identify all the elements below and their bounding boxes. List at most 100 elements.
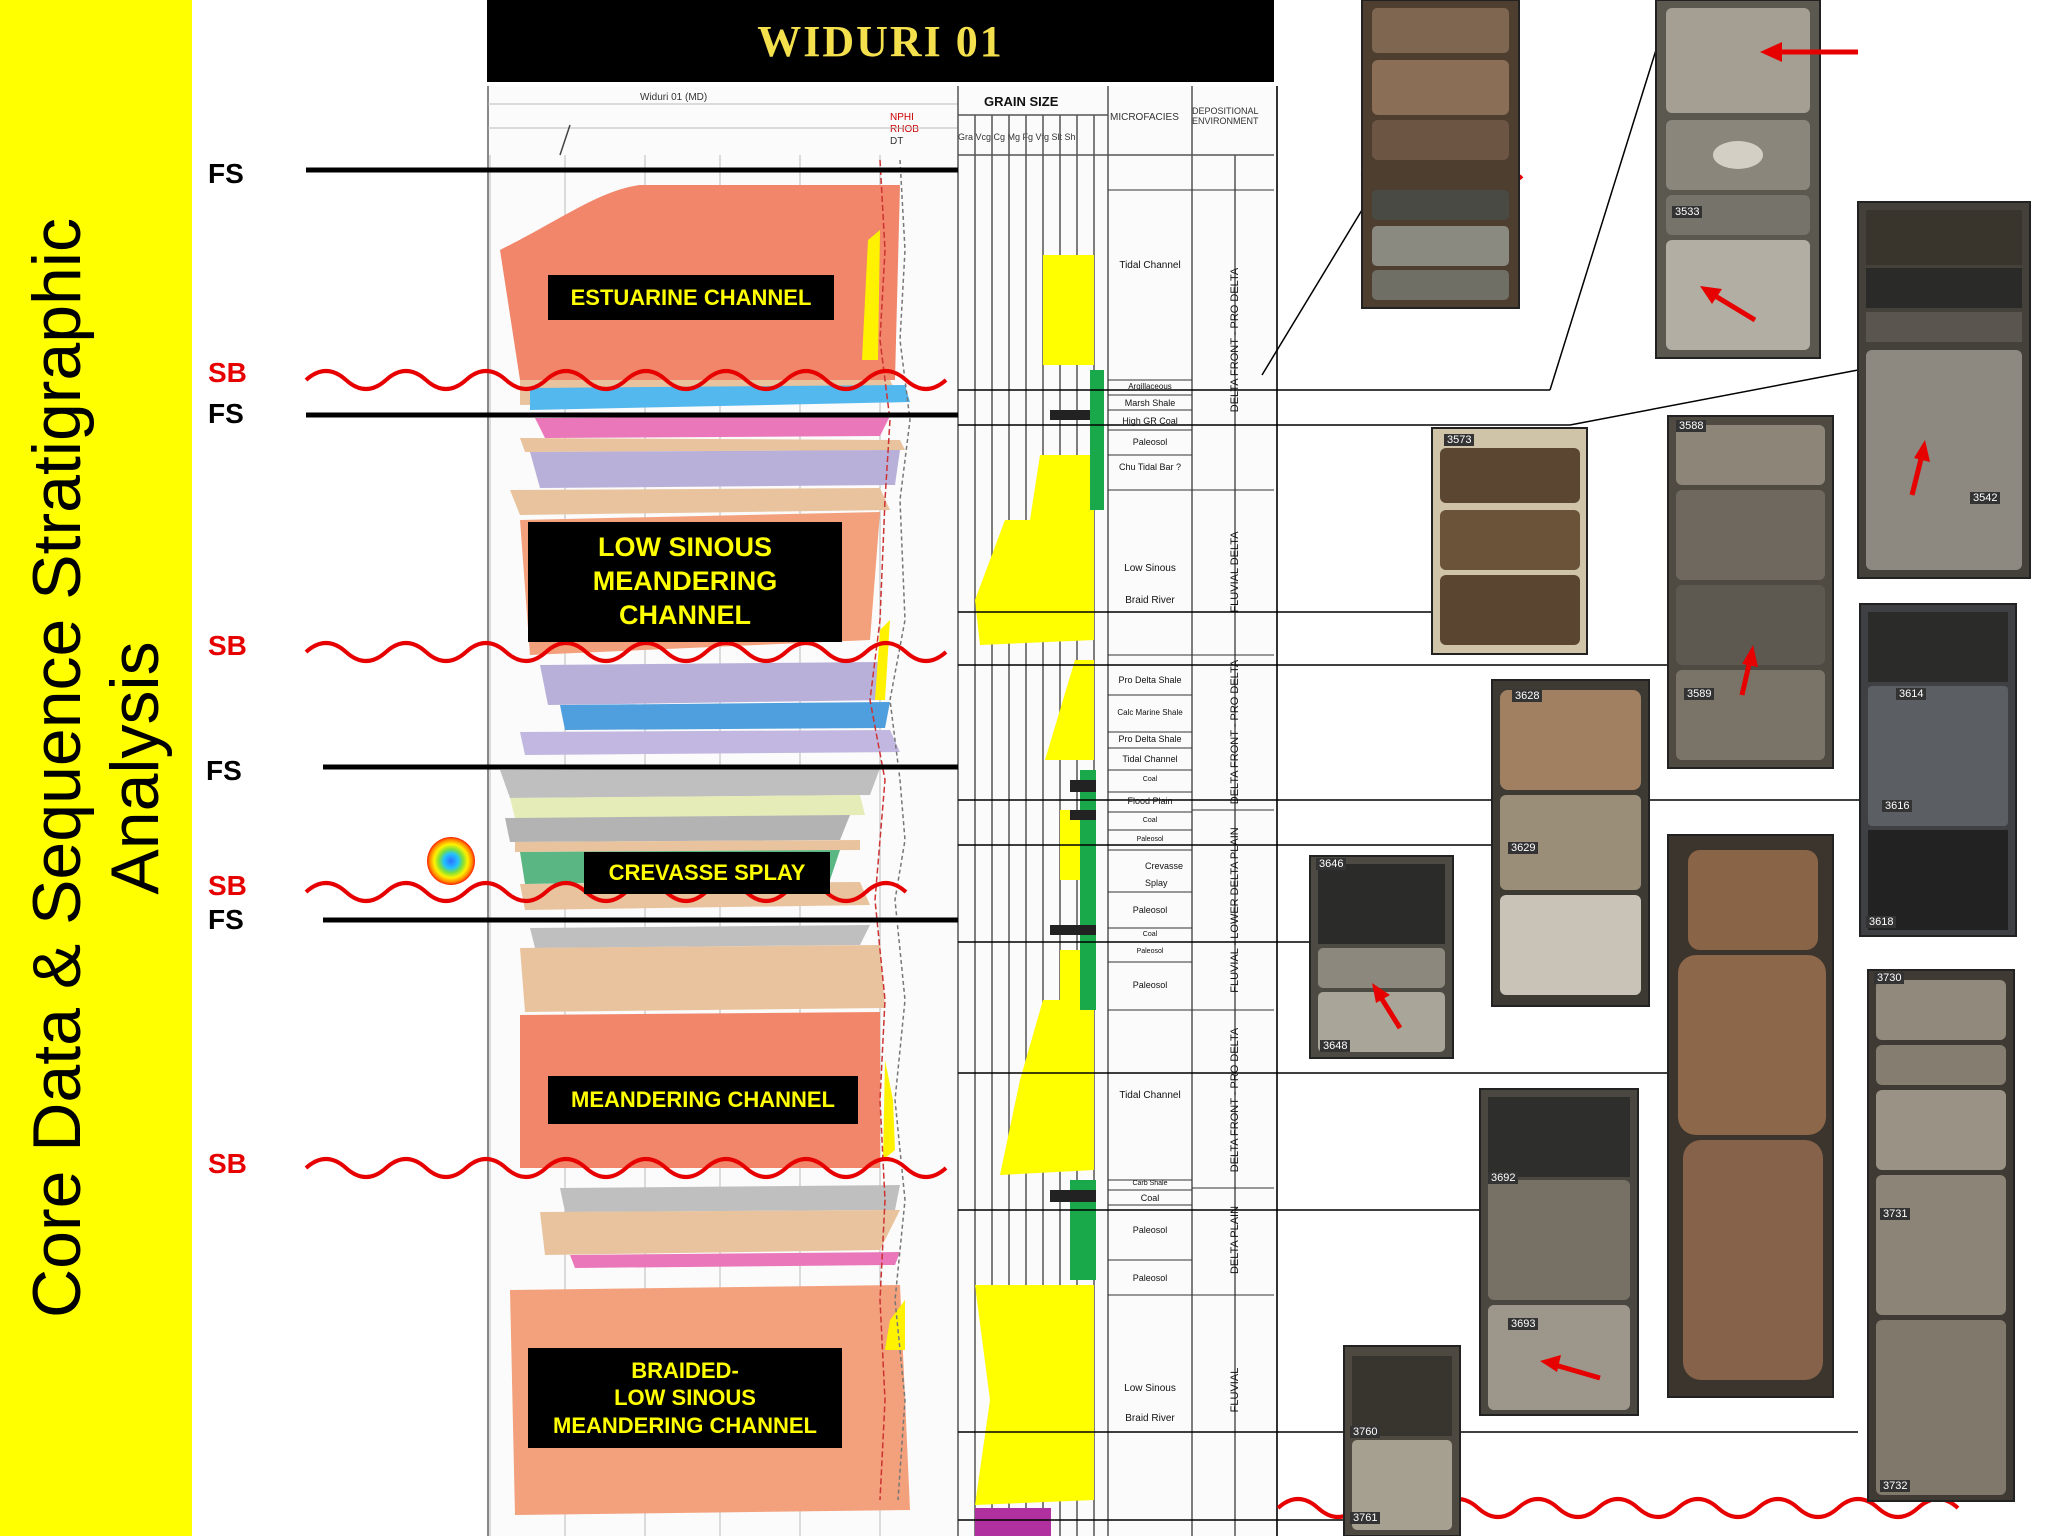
microfacies-label: High GR Coal xyxy=(1122,416,1178,426)
crevasse-splay-text: CREVASSE SPLAY xyxy=(608,860,806,886)
microfacies-label: Tidal Channel xyxy=(1119,1090,1181,1101)
microfacies-label: Coal xyxy=(1142,817,1158,824)
meandering-channel-text: MEANDERING CHANNEL xyxy=(571,1087,835,1113)
microfacies-label: Chu Tidal Bar ? xyxy=(1118,462,1182,472)
core-depth-label: 3573 xyxy=(1444,434,1475,446)
microfacies-label: Calc Marine Shale xyxy=(1117,708,1183,717)
environment-label: FLUVIAL DELTA xyxy=(1229,531,1241,613)
estuarine-channel-label: ESTUARINE CHANNEL xyxy=(548,275,834,320)
highlight-marker-icon xyxy=(427,837,475,885)
core-connectors xyxy=(958,49,1860,1521)
core-photo-12 xyxy=(1343,1345,1461,1536)
environment-label: FLUVIAL xyxy=(1229,1367,1241,1413)
flooding-surfaces xyxy=(306,167,958,923)
core-photo-4 xyxy=(1431,427,1588,655)
crevasse-splay-label: CREVASSE SPLAY xyxy=(584,852,830,894)
grain-size-columns: Gra Vcg Cg Mg Fg Vfg Slt Sh xyxy=(958,132,1076,142)
microfacies-label: Low Sinous xyxy=(1124,563,1176,574)
microfacies-label: Pro Delta Shale xyxy=(1118,734,1182,744)
low-sinous-line1: LOW SINOUS xyxy=(598,532,772,563)
microfacies-title: MICROFACIES xyxy=(1110,112,1179,123)
microfacies-label: Braid River xyxy=(1125,1413,1175,1424)
environment-label: DELTA FRONT - PRO DELTA xyxy=(1229,267,1241,413)
core-depth-label: 3533 xyxy=(1672,206,1703,218)
low-sinous-line3: CHANNEL xyxy=(619,599,751,630)
low-sinous-line2: MEANDERING xyxy=(592,566,778,597)
fs-tag-4: FS xyxy=(208,904,244,935)
microfacies-label: Braid River xyxy=(1125,595,1175,606)
curve-nphi-label: NPHI xyxy=(890,112,914,123)
core-depth-label: 3761 xyxy=(1350,1512,1381,1524)
microfacies-label: Paleosol xyxy=(1132,1225,1168,1235)
core-depth-label: 3542 xyxy=(1970,492,2001,504)
gamma-ray-fill xyxy=(862,230,905,1350)
microfacies-label: Paleosol xyxy=(1132,905,1168,915)
core-photo-11 xyxy=(1867,969,2015,1502)
microfacies-label: Crevasse Splay xyxy=(1145,861,1183,888)
meandering-channel-label: MEANDERING CHANNEL xyxy=(548,1076,858,1124)
microfacies-label: Coal xyxy=(1142,776,1158,783)
grain-size-title: GRAIN SIZE xyxy=(984,94,1059,109)
core-photo-9 xyxy=(1667,834,1834,1398)
fs-tag-2: FS xyxy=(208,398,244,429)
microfacies-label: Tidal Channel xyxy=(1119,260,1181,271)
sb-tag-3: SB xyxy=(208,870,247,901)
environment-label: FLUVIAL - LOWER DELTA PLAIN xyxy=(1229,827,1241,993)
core-depth-label: 3588 xyxy=(1676,420,1707,432)
core-depth-label: 3648 xyxy=(1320,1040,1351,1052)
microfacies-label: Marsh Shale xyxy=(1124,398,1176,408)
core-depth-label: 3614 xyxy=(1896,688,1927,700)
core-depth-label: 3732 xyxy=(1880,1480,1911,1492)
braided-channel-label: BRAIDED- LOW SINOUS MEANDERING CHANNEL xyxy=(528,1348,842,1448)
microfacies-label: Coal xyxy=(1142,931,1158,938)
microfacies-label: Paleosol xyxy=(1136,836,1164,843)
microfacies-label: Pro Delta Shale xyxy=(1118,675,1182,685)
core-photo-3 xyxy=(1857,201,2031,579)
core-photo-8 xyxy=(1309,855,1454,1059)
well-title-bar: WIDURI 01 xyxy=(487,0,1274,82)
core-photo-7 xyxy=(1859,603,2017,937)
core-photo-2 xyxy=(1655,0,1821,359)
core-depth-label: 3731 xyxy=(1880,1208,1911,1220)
fs-tag-3: FS xyxy=(206,755,242,786)
curve-dt-label: DT xyxy=(890,136,904,147)
core-depth-label: 3730 xyxy=(1874,972,1905,984)
core-depth-label: 3589 xyxy=(1684,688,1715,700)
core-depth-label: 3628 xyxy=(1512,690,1543,702)
microfacies-label: Paleosol xyxy=(1132,980,1168,990)
well-name: WIDURI 01 xyxy=(757,16,1004,66)
core-depth-label: 3629 xyxy=(1508,842,1539,854)
microfacies-label: Tidal Channel xyxy=(1122,754,1178,764)
grain-size-shale xyxy=(1050,370,1104,1280)
core-photo-1 xyxy=(1361,0,1520,309)
low-sinous-meandering-label: LOW SINOUS MEANDERING CHANNEL xyxy=(528,522,842,642)
microfacies-label: Carb Shale xyxy=(1132,1180,1168,1187)
microfacies-label: Paleosol xyxy=(1136,948,1164,955)
environment-title: DEPOSITIONAL ENVIRONMENT xyxy=(1192,106,1259,126)
microfacies-label: Argillaceous xyxy=(1128,382,1172,391)
core-photo-5 xyxy=(1667,415,1834,769)
braided-line2: LOW SINOUS xyxy=(614,1385,756,1411)
environment-label: DELTA FRONT - PRO DELTA xyxy=(1229,659,1241,805)
core-depth-label: 3618 xyxy=(1866,916,1897,928)
core-depth-label: 3692 xyxy=(1488,1172,1519,1184)
log-track-title: Widuri 01 (MD) xyxy=(640,92,708,103)
core-depth-label: 3646 xyxy=(1316,858,1347,870)
microfacies-label: Flood Plain xyxy=(1127,796,1173,806)
sb-tag-2: SB xyxy=(208,630,247,661)
braided-line1: BRAIDED- xyxy=(631,1357,739,1383)
environment-label: DELTA FRONT - PRO DELTA xyxy=(1229,1027,1241,1173)
environment-label: DELTA PLAIN xyxy=(1229,1205,1241,1275)
grain-size-fill xyxy=(975,255,1094,1505)
microfacies-label: Low Sinous xyxy=(1124,1383,1176,1394)
microfacies-label: Coal xyxy=(1140,1193,1160,1203)
microfacies-label: Paleosol xyxy=(1132,437,1168,447)
sb-tag-1: SB xyxy=(208,357,247,388)
braided-line3: MEANDERING CHANNEL xyxy=(553,1412,817,1438)
curve-rhob-label: RHOB xyxy=(890,124,919,135)
core-depth-label: 3616 xyxy=(1882,800,1913,812)
red-arrows xyxy=(1372,42,1930,1381)
fs-tag-1: FS xyxy=(208,158,244,189)
estuarine-channel-text: ESTUARINE CHANNEL xyxy=(570,284,812,310)
